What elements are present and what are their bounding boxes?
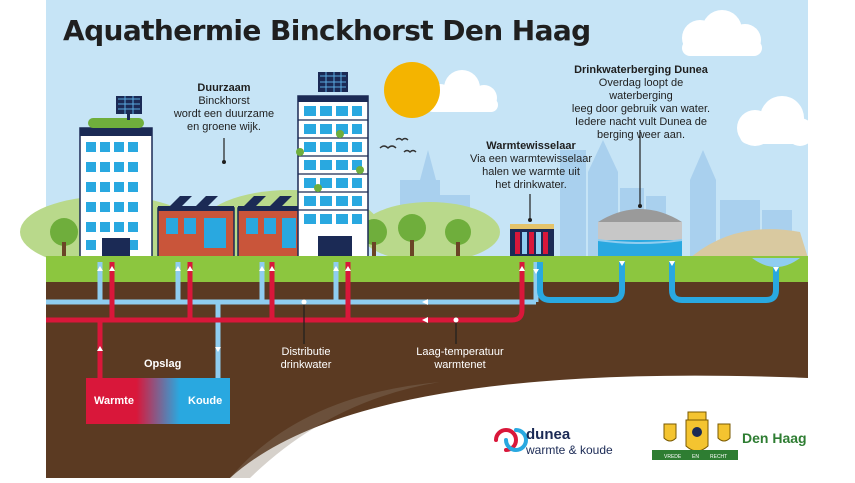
solar-panel-icon xyxy=(116,96,142,120)
grass xyxy=(46,256,808,282)
dune xyxy=(690,229,808,258)
note-warmtewisselaar-heading: Warmtewisselaar xyxy=(486,140,576,152)
heat-network-pipe xyxy=(46,262,525,380)
crest-motto-mid: EN xyxy=(692,454,699,460)
reservoir-pipe xyxy=(537,262,779,303)
cloud-icon xyxy=(682,10,762,56)
label-koude: Koude xyxy=(188,395,223,407)
callout-dot xyxy=(222,160,642,222)
callout-line xyxy=(223,130,641,344)
label-distributie: Distributie drinkwater xyxy=(276,346,336,372)
note-drinkwaterberging-line: berging weer aan. xyxy=(596,129,686,141)
tree-icon xyxy=(445,219,471,256)
tree-icon xyxy=(50,218,78,256)
note-warmtewisselaar-line: halen we warmte uit xyxy=(482,166,580,178)
note-duurzaam-line: Binckhorst xyxy=(198,95,250,107)
thermal-storage xyxy=(86,378,230,424)
cloud-icon xyxy=(737,96,814,146)
footer-shadow xyxy=(230,382,440,478)
solar-panel-icon xyxy=(170,196,292,206)
dunea-logo-tagline: warmte & koude xyxy=(526,443,613,457)
dunea-logo-icon xyxy=(494,428,528,452)
note-drinkwaterberging-heading: Drinkwaterberging Dunea xyxy=(574,64,708,76)
note-drinkwaterberging-line: Iedere nacht vult Dunea de xyxy=(574,116,708,128)
label-distributie-line: drinkwater xyxy=(280,359,332,371)
low-rise-building xyxy=(237,206,303,259)
den-haag-logo-name: Den Haag xyxy=(742,430,807,446)
label-laag-temperatuur-line: warmtenet xyxy=(434,359,486,371)
note-duurzaam-heading: Duurzaam xyxy=(197,82,251,94)
heat-exchanger xyxy=(510,224,554,258)
note-warmtewisselaar: Warmtewisselaar Via een warmtewisselaar … xyxy=(466,140,596,192)
note-drinkwaterberging-line: leeg door gebruik van water. xyxy=(571,103,711,115)
arrow-down-icon xyxy=(215,261,779,352)
note-duurzaam-line: en groene wijk. xyxy=(187,121,261,133)
crest-motto-right: RECHT xyxy=(710,454,727,460)
pond xyxy=(752,258,800,267)
note-duurzaam: Duurzaam Binckhorst wordt een duurzame e… xyxy=(168,82,280,134)
label-opslag: Opslag xyxy=(144,358,182,370)
note-duurzaam-line: wordt een duurzame xyxy=(173,108,275,120)
arrow-up-icon xyxy=(97,266,525,351)
sun-icon xyxy=(384,62,440,118)
bird-icon xyxy=(379,137,417,153)
dunea-logo-name: dunea xyxy=(526,426,571,443)
page-title: Aquathermie Binckhorst Den Haag xyxy=(63,14,591,47)
apartment-tower-left xyxy=(79,118,153,259)
label-laag-temperatuur: Laag-temperatuur warmtenet xyxy=(410,346,510,372)
apartment-tower-center xyxy=(296,95,369,259)
crest-motto-left: VREDE xyxy=(664,454,682,460)
den-haag-crest-icon xyxy=(652,411,738,460)
arrow-left-icon xyxy=(422,299,428,323)
note-drinkwaterberging-line: Overdag loopt de waterberging xyxy=(598,77,684,102)
label-laag-temperatuur-line: Laag-temperatuur xyxy=(416,346,504,358)
note-warmtewisselaar-line: het drinkwater. xyxy=(495,179,567,191)
label-distributie-line: Distributie xyxy=(281,346,331,358)
low-rise-building xyxy=(157,206,235,259)
callout-dot xyxy=(301,299,459,323)
solar-panel-icon xyxy=(318,72,348,92)
label-warmte: Warmte xyxy=(94,395,134,407)
note-drinkwaterberging: Drinkwaterberging Dunea Overdag loopt de… xyxy=(566,64,716,142)
tree-icon xyxy=(398,214,426,256)
note-warmtewisselaar-line: Via een warmtewisselaar xyxy=(469,153,593,165)
